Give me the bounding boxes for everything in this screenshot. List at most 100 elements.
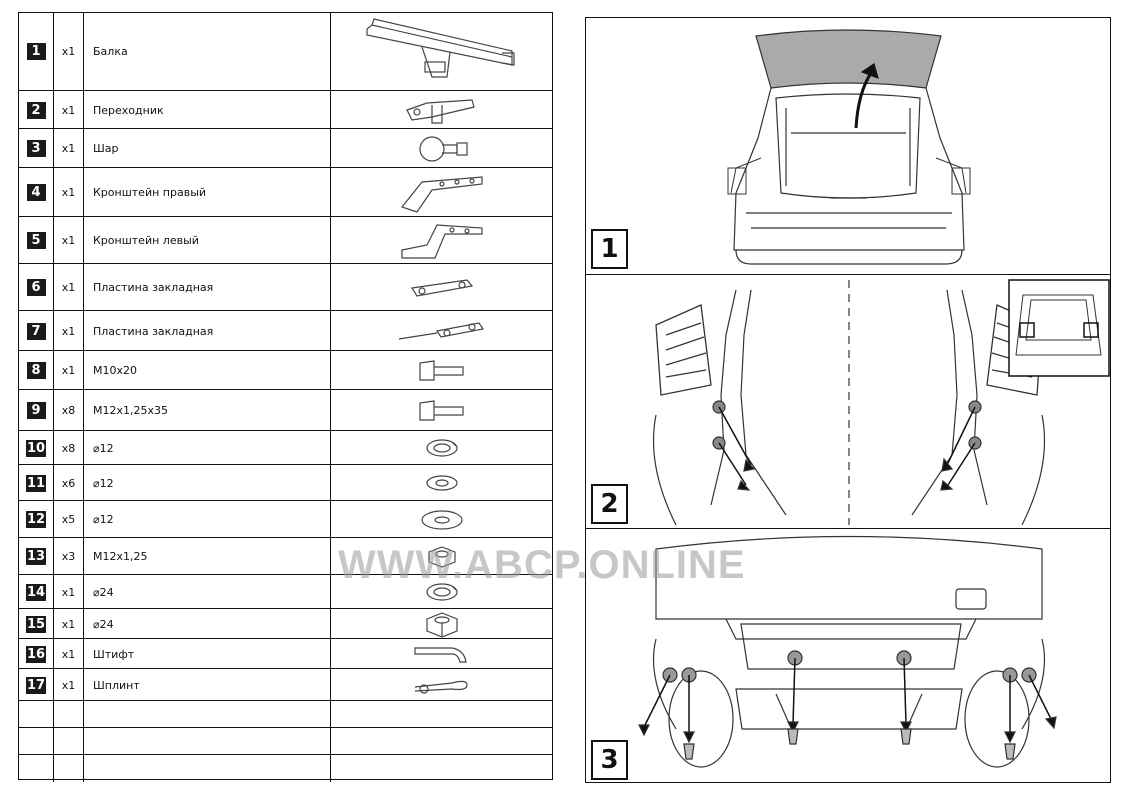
part-name: ⌀24 [84,609,331,639]
part-quantity: x1 [54,351,84,390]
part-number-cell: 13 [19,538,54,575]
part-number-badge: 7 [26,322,46,340]
part-number-badge: 8 [26,362,46,379]
part-number-cell [19,701,54,728]
part-name [84,755,331,782]
step-number: 3 [591,740,628,780]
part-number-cell [19,755,54,782]
part-number-cell: 1 [19,13,54,90]
tow-beam-icon [362,17,522,87]
part-number-badge: 15 [25,615,47,633]
part-image-cell [331,501,552,538]
part-name: Переходник [84,91,331,129]
part-name [84,728,331,755]
part-name: ⌀12 [84,431,331,465]
part-image-cell [331,311,552,351]
part-number-cell: 8 [19,351,54,390]
part-image-cell [331,91,552,129]
spring-washer-icon [424,437,460,459]
part-quantity: x1 [54,575,84,609]
part-number-badge: 17 [25,676,47,694]
part-number-cell: 3 [19,129,54,168]
part-number-badge: 11 [25,474,47,492]
part-number-cell: 4 [19,168,54,217]
large-washer-icon [420,508,464,532]
part-number-cell: 10 [19,431,54,465]
part-image-cell [331,609,552,639]
part-number-badge: 16 [25,645,47,663]
bolt-icon [417,398,467,424]
part-name: Кронштейн правый [84,168,331,217]
part-name: M10x20 [84,351,331,390]
rear-bumper-underside-illustration [638,535,1057,768]
part-quantity [54,755,84,782]
part-image-cell [331,217,552,264]
part-number-badge: 12 [25,511,47,528]
spring-washer-icon [424,581,460,603]
step-number: 2 [591,484,628,524]
bolt-icon [417,358,467,384]
part-quantity: x1 [54,217,84,264]
part-number-badge: 2 [26,101,46,119]
part-quantity: x6 [54,465,84,501]
part-name: ⌀24 [84,575,331,609]
part-image-cell [331,129,552,168]
part-image-cell [331,669,552,701]
step-2-panel: 2 [586,274,1110,529]
part-row [19,754,552,782]
part-image-cell [331,701,552,728]
step-1-panel: 1 [586,18,1110,274]
pin-icon [412,642,472,666]
part-number-cell [19,728,54,755]
left-bracket-icon [397,220,487,262]
part-quantity [54,728,84,755]
part-number-cell: 14 [19,575,54,609]
part-name: Штифт [84,639,331,669]
part-quantity: x1 [54,609,84,639]
part-image-cell [331,390,552,431]
tow-ball-icon [412,131,472,167]
part-quantity: x1 [54,639,84,669]
trunk-sides-illustration [652,279,1110,526]
adapter-icon [402,95,482,125]
hex-nut-icon [422,609,462,639]
part-image-cell [331,755,552,782]
part-image-cell [331,264,552,311]
part-number-cell: 16 [19,639,54,669]
part-row [19,727,552,755]
part-name: Кронштейн левый [84,217,331,264]
part-name: Пластина закладная [84,264,331,311]
part-image-cell [331,639,552,669]
part-quantity: x1 [54,129,84,168]
part-number-badge: 6 [26,279,46,296]
part-name: Шар [84,129,331,168]
part-number-cell: 2 [19,91,54,129]
part-name [84,701,331,728]
part-number-cell: 17 [19,669,54,701]
part-quantity: x1 [54,311,84,351]
cotter-pin-icon [412,673,472,697]
part-number-badge: 4 [26,184,46,201]
part-quantity: x1 [54,13,84,90]
part-image-cell [331,431,552,465]
part-name: ⌀12 [84,501,331,538]
part-name: M12x1,25 [84,538,331,575]
part-number-cell: 12 [19,501,54,538]
flat-washer-icon [424,472,460,494]
part-number-badge: 13 [25,548,47,565]
part-image-cell [331,728,552,755]
